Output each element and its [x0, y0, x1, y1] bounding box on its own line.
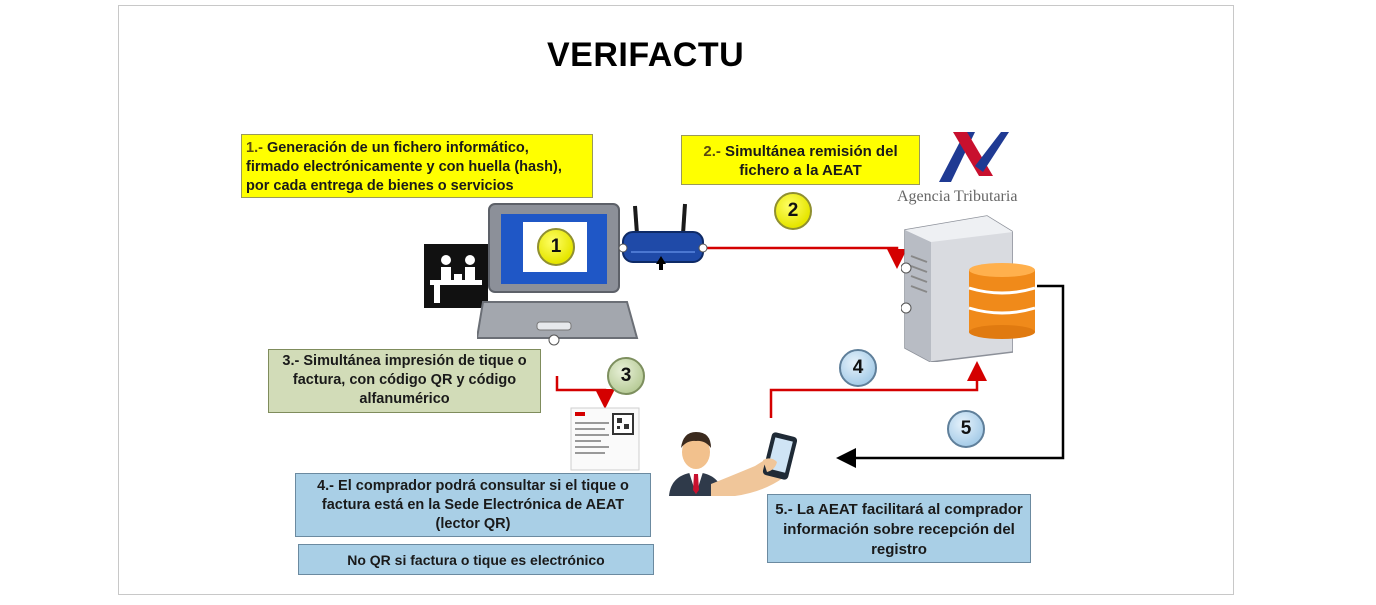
smartphone-hand-icon — [711, 432, 798, 496]
step-4-description: 4.- El comprador podrá consultar si el t… — [295, 473, 651, 537]
slide: VERIFACTU Agencia Tributaria — [118, 5, 1234, 595]
page-title: VERIFACTU — [547, 36, 745, 74]
electronic-invoice-note: No QR si factura o tique es electrónico — [298, 544, 654, 575]
step-2-circle: 2 — [774, 192, 812, 230]
step-2-text: Simultánea remisión del fichero a la AEA… — [720, 143, 898, 179]
agencia-tributaria-logo — [939, 132, 1009, 182]
step-1-circle: 1 — [537, 228, 575, 266]
step-2-prefix: 2.- — [703, 143, 721, 160]
wifi-router-icon — [619, 203, 708, 270]
step-1-description: 1.- Generación de un fichero informático… — [241, 134, 593, 198]
arrow-print-receipt — [555, 376, 615, 409]
step-1-prefix: 1.- — [246, 140, 263, 156]
step-3-description: 3.- Simultánea impresión de tique o fact… — [268, 349, 541, 413]
receipt-qr-icon — [570, 407, 640, 471]
arrow-aeat-to-buyer — [836, 284, 1065, 468]
laptop-icon — [477, 203, 639, 346]
step-2-description: 2.- Simultánea remisión del fichero a la… — [681, 135, 920, 185]
cashier-counter-icon — [424, 244, 488, 308]
buyer-person-icon — [669, 432, 723, 496]
step-5-circle: 5 — [947, 410, 985, 448]
step-4-circle: 4 — [839, 349, 877, 387]
arrow-send-to-aeat — [701, 246, 907, 269]
step-5-description: 5.- La AEAT facilitará al comprador info… — [767, 494, 1031, 563]
database-icon — [968, 263, 1036, 339]
agency-name: Agencia Tributaria — [897, 188, 1018, 205]
flow-arrows — [555, 246, 1065, 468]
arrow-consult-aeat — [769, 361, 987, 418]
step-1-text: Generación de un fichero informático, fi… — [246, 140, 562, 194]
step-3-circle: 3 — [607, 357, 645, 395]
